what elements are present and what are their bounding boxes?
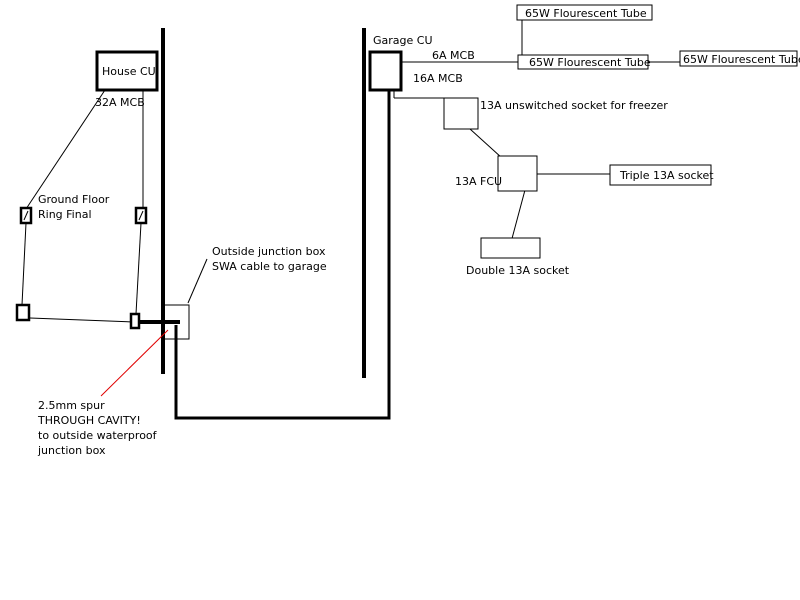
ring-socket-2-mark [138,210,144,221]
mcb-16a-label: 16A MCB [413,72,463,85]
power-wire-to-fcu [469,128,503,159]
freezer-socket-box [443,97,479,130]
ground-floor-label: Ground Floor [38,193,110,206]
mcb-6a-label: 6A MCB [432,49,475,62]
fcu-to-double [509,189,526,247]
ring-socket-3 [15,303,31,322]
house-cu-box [95,50,159,92]
spur-annotation-arrow [100,329,169,397]
swa-cable-run [174,90,391,420]
outside-junction-box [163,304,190,340]
garage-cu-label: Garage CU [373,34,433,47]
double-socket-box [480,237,541,259]
freezer-socket-label: 13A unswitched socket for freezer [480,99,668,112]
ring-final-label: Ring Final [38,208,92,221]
swa-cable-label: SWA cable to garage [212,260,327,273]
tube-right-label: 65W Flourescent Tube [683,53,800,66]
tube-mid-label: 65W Flourescent Tube [529,56,651,69]
spur-note-line-3: to outside waterproof [38,429,158,442]
house-cu-label: House CU [102,65,156,78]
tube-top-box [516,4,653,21]
fcu-box [497,155,538,192]
spur-note-line-2: THROUGH CAVITY! [37,414,141,427]
garage-cu-box [368,50,403,92]
double-socket-label: Double 13A socket [466,264,570,277]
tube-right-box [679,50,798,67]
spur-note-line-1: 2.5mm spur [38,399,105,412]
tube-mid-box [517,54,649,70]
ring-wire-bottom [29,317,135,323]
fcu-label: 13A FCU [455,175,502,188]
spur-note-line-4: junction box [37,444,106,457]
outside-jb-label: Outside junction box [212,245,326,258]
ring-wire-left-down [21,222,27,306]
triple-socket-box [609,164,712,186]
junction-box-pointer [187,258,208,304]
ring-socket-4 [129,312,141,330]
ring-socket-1-mark [23,210,29,221]
triple-socket-label: Triple 13A socket [619,169,714,182]
tube-top-label: 65W Flourescent Tube [525,7,647,20]
ring-wire-left [25,89,106,210]
ring-wire-right-down [135,222,142,315]
mcb-32a-label: 32A MCB [95,96,145,109]
